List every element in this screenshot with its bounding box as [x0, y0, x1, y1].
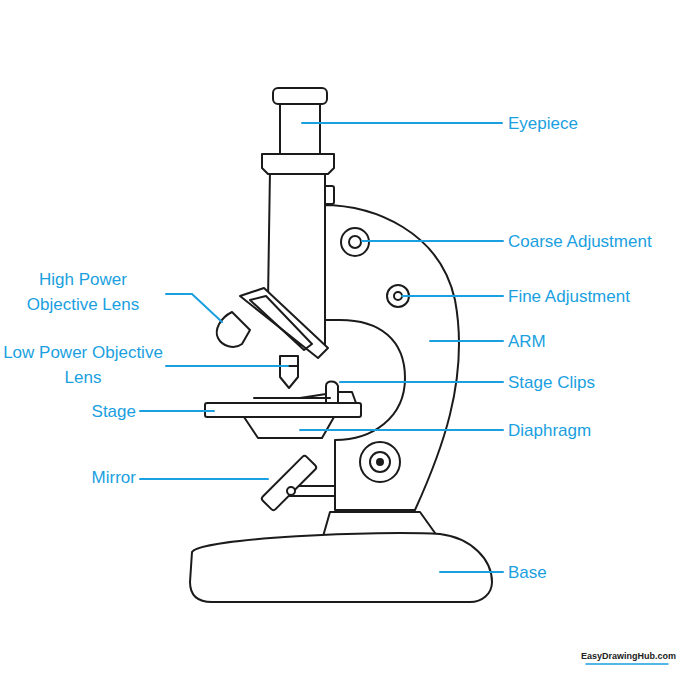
coarse-knob-hub: [349, 236, 361, 248]
part-label: Stage: [16, 399, 136, 424]
low-power-objective: [280, 356, 298, 388]
stage-clip: [300, 382, 356, 404]
mirror-pin: [287, 487, 295, 495]
leader-line: [302, 122, 502, 124]
eyepiece-rim: [273, 88, 327, 104]
leader-line: [430, 340, 503, 342]
nosepiece: [240, 288, 328, 358]
eyepiece-tube: [280, 100, 320, 154]
leader-line: [440, 571, 503, 573]
leader-line: [166, 365, 288, 367]
leader-line: [340, 381, 503, 383]
leader-line: [140, 410, 214, 412]
part-label: ARM: [508, 329, 546, 354]
diaphragm: [244, 417, 334, 438]
lower-knob: [360, 442, 400, 482]
part-label-multiline: High Power Objective Lens: [2, 267, 164, 317]
stage-plate: [205, 403, 361, 417]
leader-line: [140, 478, 268, 480]
mirror-arm: [284, 486, 335, 496]
leader-line: [300, 429, 503, 431]
fine-knob-hub: [394, 292, 402, 300]
part-label-multiline: Low Power Objective Lens: [2, 340, 164, 390]
base: [190, 533, 492, 602]
slide: [254, 397, 330, 399]
watermark-rule: [586, 663, 668, 665]
lower-knob-center: [377, 459, 383, 465]
watermark: EasyDrawingHub.com: [581, 650, 676, 662]
leader-line: [166, 294, 222, 322]
part-label: Stage Clips: [508, 370, 595, 395]
part-label: Diaphragm: [508, 418, 591, 443]
eyepiece-collar: [262, 154, 334, 174]
part-label: Fine Adjustment: [508, 284, 630, 309]
part-label: Mirror: [16, 465, 136, 490]
part-label: Base: [508, 560, 547, 585]
high-power-objective: [217, 312, 250, 347]
lower-knob-hub: [370, 452, 390, 472]
nosepiece-face: [250, 296, 312, 350]
leader-line: [402, 295, 503, 297]
part-label: Eyepiece: [508, 111, 578, 136]
arm: [322, 205, 459, 510]
part-label: Coarse Adjustment: [508, 229, 652, 254]
mirror: [261, 455, 318, 512]
leader-line: [362, 240, 503, 242]
